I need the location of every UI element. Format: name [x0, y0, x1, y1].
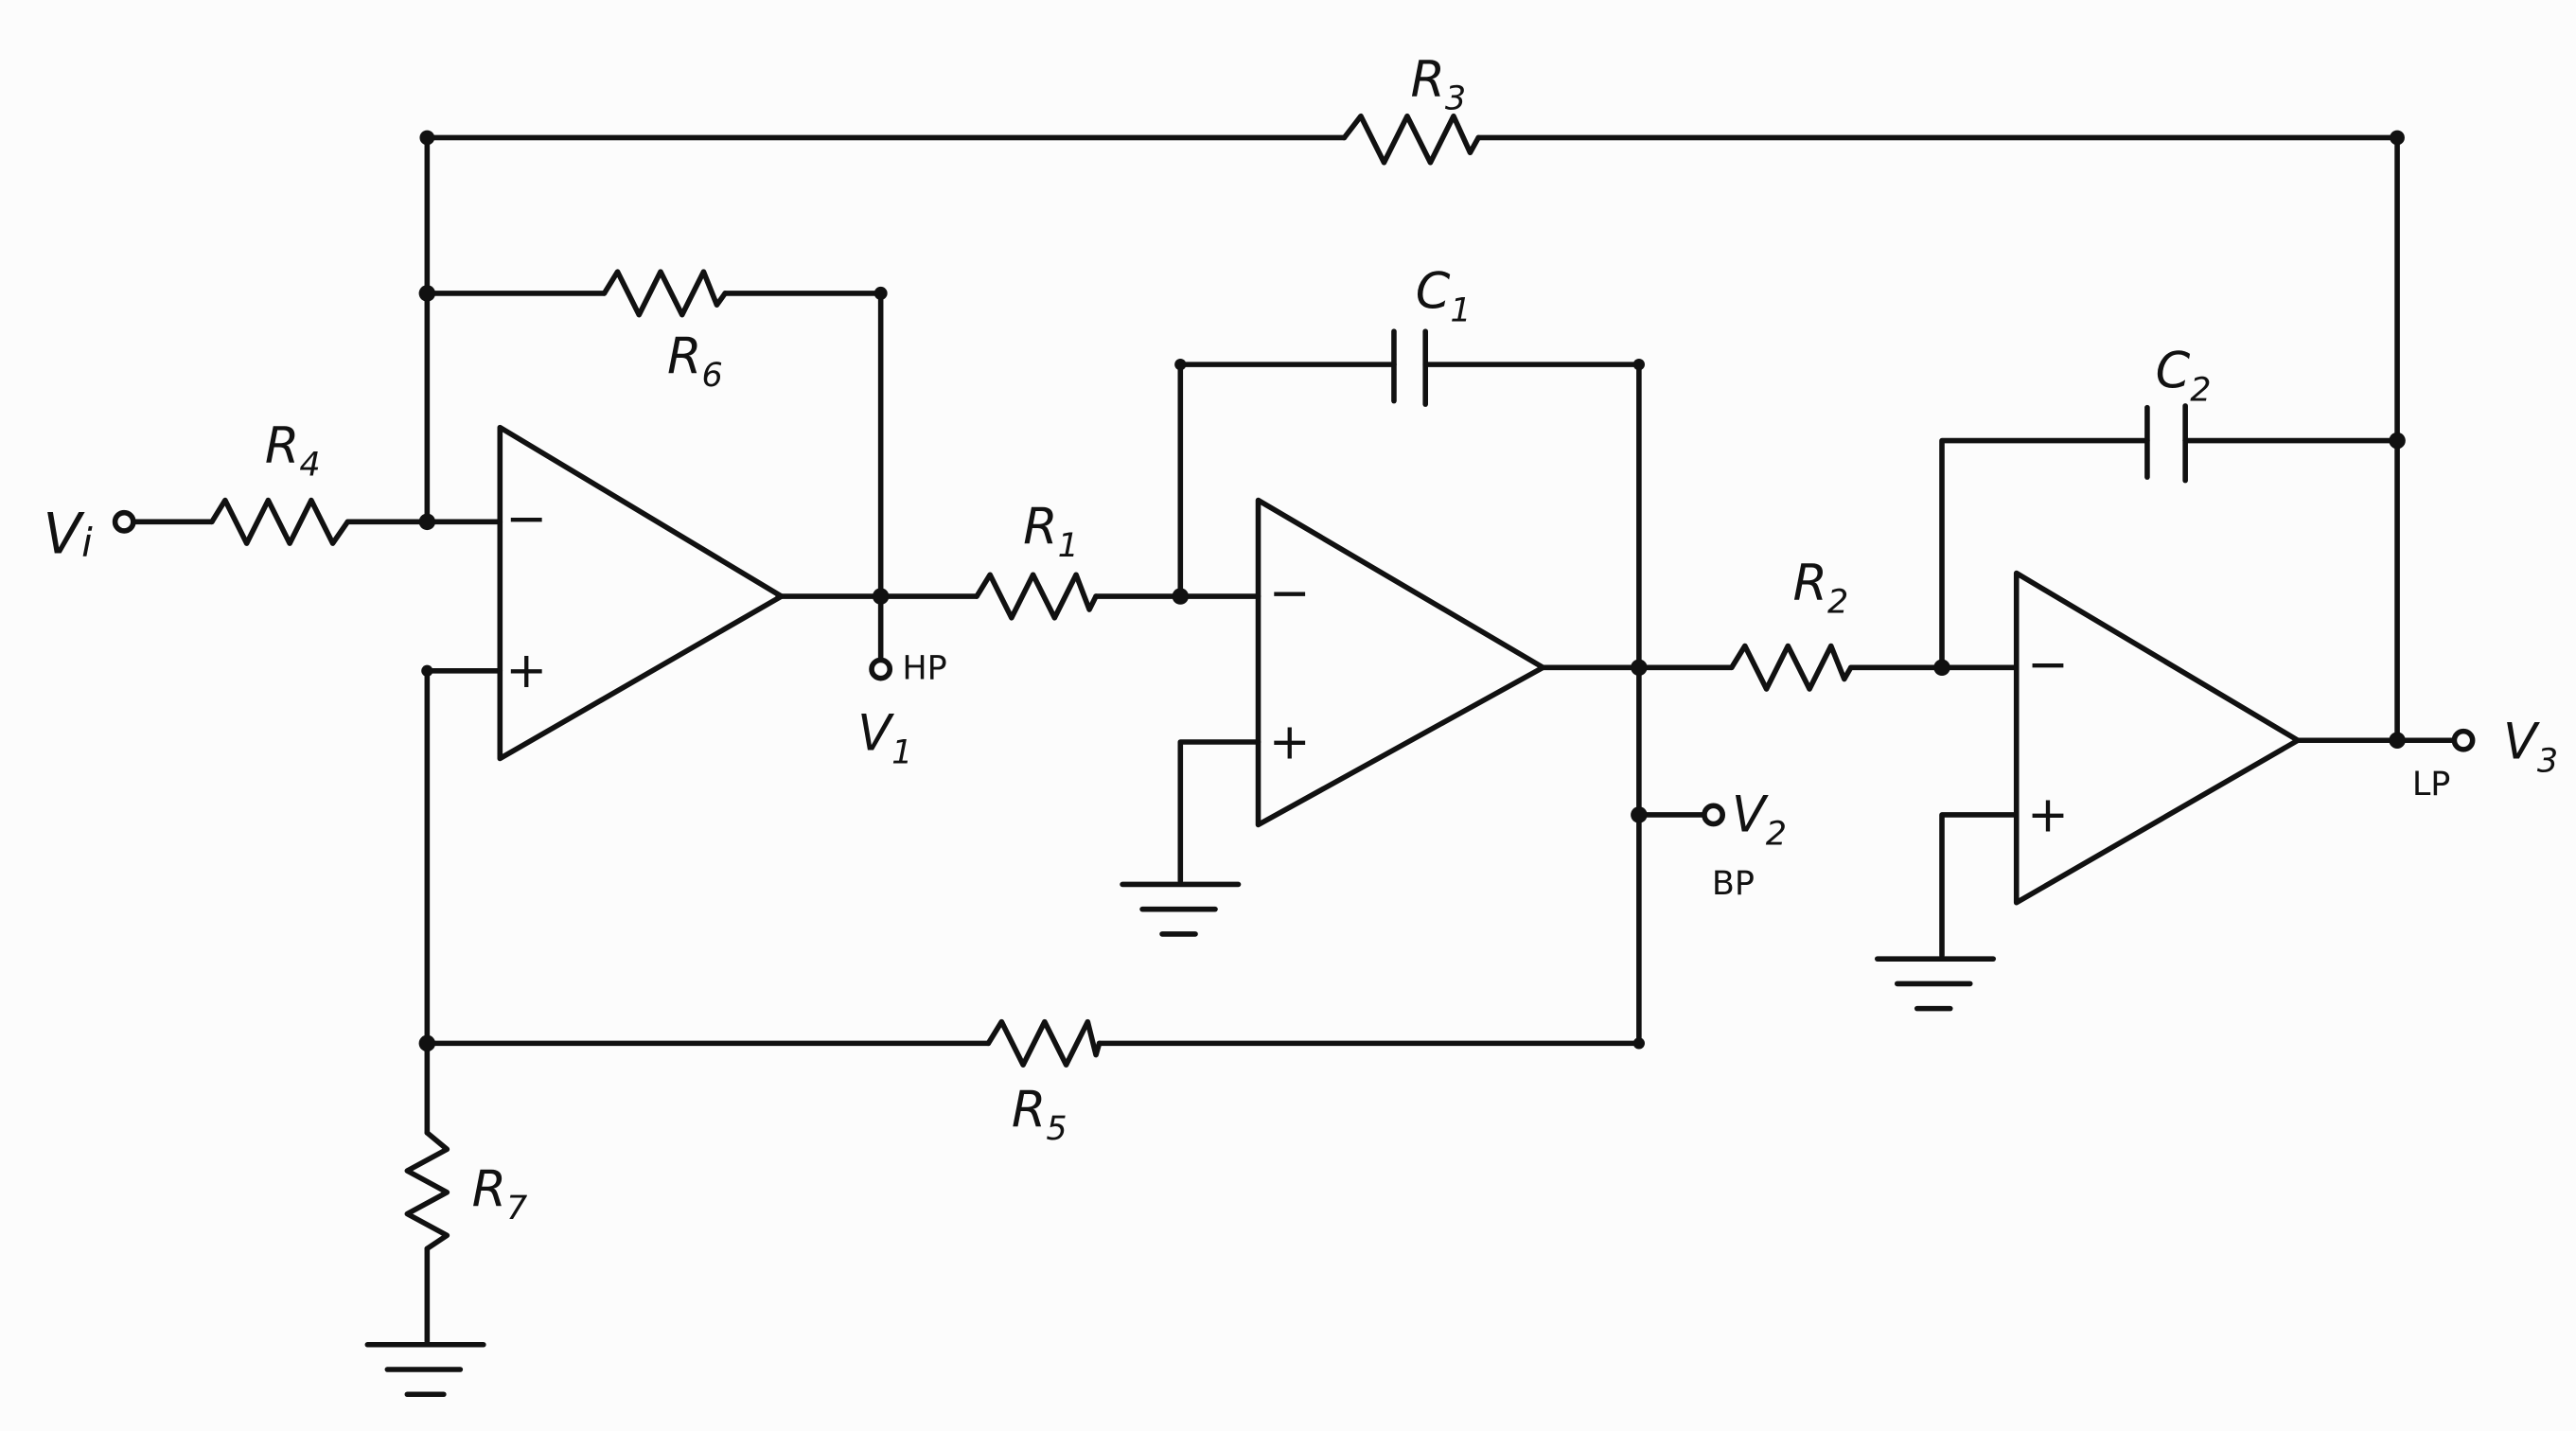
- junction-dot: [418, 1034, 436, 1052]
- opamps: [497, 424, 2301, 906]
- labels: R3 R6 R4 R1 R2 R5 R7 C1 C2 Vi HP V1 V2 B…: [43, 51, 2558, 1228]
- junction-dot: [873, 286, 888, 300]
- capacitor-c1: [1391, 328, 1428, 407]
- wire-opamp2-plus-gnd: [1177, 739, 1262, 884]
- opamp-1: [497, 424, 785, 762]
- opamp-2: [1255, 497, 1546, 828]
- junction-dot: [872, 588, 890, 605]
- opamp2-minus-sign: −: [1269, 564, 1311, 622]
- opamp3-minus-sign: −: [2027, 635, 2069, 693]
- opamp1-minus-sign: −: [505, 489, 547, 547]
- junctions: [418, 130, 2406, 1052]
- capacitors: [1391, 328, 2188, 484]
- label-r7: R7: [472, 1160, 528, 1228]
- opamp2-plus-sign: +: [1269, 713, 1311, 770]
- label-r2: R2: [1793, 555, 1849, 622]
- label-c1: C1: [1416, 263, 1472, 330]
- opamp-signs: − + − + − +: [505, 489, 2069, 843]
- junction-dot: [2389, 432, 2406, 450]
- ground-symbol-opamp2: [1120, 881, 1242, 937]
- junction-dot: [418, 285, 436, 302]
- junction-dot: [419, 130, 435, 146]
- label-vi: Vi: [43, 503, 93, 568]
- label-r5: R5: [1012, 1081, 1067, 1148]
- capacitor-c2: [2144, 403, 2188, 484]
- label-v2: V2: [1732, 786, 1787, 853]
- resistor-r3: [1341, 113, 1481, 166]
- resistor-r7: [404, 1130, 450, 1252]
- label-lp: LP: [2412, 766, 2451, 804]
- label-r6: R6: [667, 327, 723, 395]
- label-r3: R3: [1410, 51, 1466, 118]
- wire-opamp1-plus: [424, 667, 503, 1136]
- terminals: [112, 509, 2476, 827]
- junction-dot: [2390, 130, 2405, 146]
- junction-dot: [418, 513, 436, 531]
- label-v3: V3: [2503, 713, 2558, 780]
- opamp-3: [2013, 570, 2301, 906]
- resistor-r4: [209, 497, 351, 546]
- junction-dot: [2389, 732, 2406, 749]
- junction-dot: [421, 664, 433, 677]
- wire-opamp3-plus-gnd: [1939, 812, 2020, 959]
- junction-dot: [1174, 359, 1187, 371]
- ground-symbol-opamp3: [1874, 956, 1997, 1012]
- resistors: [209, 113, 1854, 1252]
- terminal-vi: [112, 509, 136, 534]
- label-c2: C2: [2156, 343, 2212, 410]
- label-r4: R4: [265, 416, 321, 484]
- label-bp: BP: [1712, 865, 1755, 903]
- wire-r6-right: [722, 291, 884, 599]
- terminal-v3: [2451, 728, 2476, 752]
- terminal-v1: [869, 657, 893, 681]
- resistor-r2: [1729, 643, 1854, 692]
- junction-dot: [1933, 659, 1950, 677]
- terminal-v2: [1702, 803, 1726, 827]
- wire-c2-left: [1939, 437, 2150, 671]
- resistor-r5: [985, 1018, 1103, 1068]
- label-r1: R1: [1023, 498, 1079, 565]
- grounds: [364, 881, 1997, 1398]
- junction-dot: [1631, 806, 1648, 823]
- junction-dot: [1172, 588, 1190, 605]
- resistor-r1: [974, 572, 1099, 621]
- resistor-r6: [601, 269, 729, 318]
- ground-symbol-r7: [364, 1341, 486, 1398]
- junction-dot: [1631, 659, 1648, 677]
- label-v1: V1: [857, 705, 912, 772]
- label-hp: HP: [902, 650, 946, 688]
- opamp1-plus-sign: +: [505, 642, 547, 699]
- opamp3-plus-sign: +: [2027, 786, 2069, 843]
- junction-dot: [1632, 359, 1645, 371]
- junction-dot: [1632, 1037, 1645, 1050]
- wire-c1-right: [1422, 362, 1642, 1047]
